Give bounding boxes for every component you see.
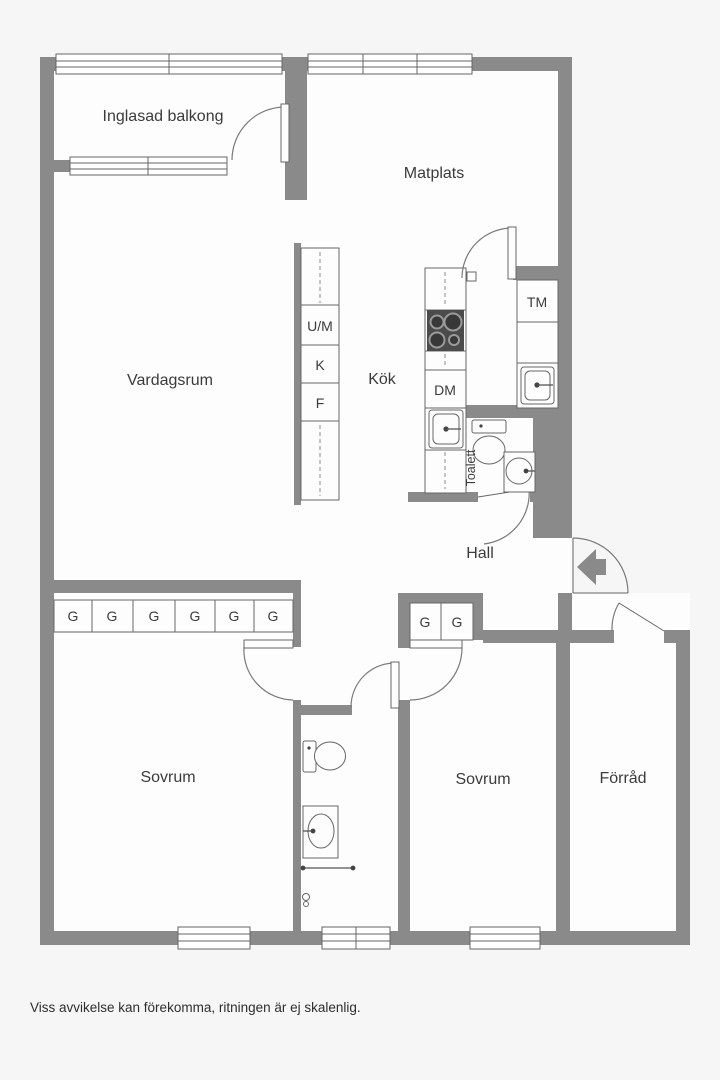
- floor-drain: [302, 893, 310, 907]
- fixtures: [300, 310, 555, 907]
- kitchen-counter: [424, 267, 467, 494]
- wall-segment: [483, 630, 572, 643]
- wall-segment: [556, 630, 614, 643]
- label-wardrobe: G: [149, 608, 160, 624]
- wc-basin: [503, 451, 536, 493]
- label-dining: Matplats: [404, 165, 464, 182]
- windows: [55, 53, 541, 950]
- label-wardrobe: G: [68, 608, 79, 624]
- shower-rail: [300, 865, 356, 871]
- wall-segment: [293, 580, 301, 647]
- door-leaf: [409, 639, 463, 649]
- label-bedroom-right: Sovrum: [455, 771, 510, 788]
- door-leaf: [243, 639, 294, 649]
- label-wardrobe: G: [229, 608, 240, 624]
- disclaimer-text: Viss avvikelse kan förekomma, ritningen …: [30, 1000, 361, 1015]
- wardrobe-row-hall: [409, 602, 474, 641]
- wall-segment: [676, 630, 690, 945]
- kitchen-island-cabinets: [300, 247, 340, 501]
- window-dining: [307, 53, 473, 75]
- window-bedroom-right: [469, 926, 541, 950]
- wall-segment: [556, 643, 570, 931]
- label-freezer: F: [316, 395, 325, 411]
- wall-segment: [398, 593, 410, 648]
- label-living: Vardagsrum: [127, 372, 213, 389]
- door-leaf: [280, 103, 290, 163]
- kitchen-sink: [428, 409, 464, 449]
- label-dishwasher: DM: [434, 382, 456, 398]
- window-bedroom-left: [177, 926, 251, 950]
- wall-segment: [558, 57, 572, 538]
- window-balcony-top: [55, 53, 283, 75]
- labels: Inglasad balkong Matplats Vardagsrum Kök…: [68, 108, 647, 788]
- bathroom-toilet: [302, 740, 346, 773]
- label-storage: Förråd: [599, 769, 646, 787]
- floor-main: [40, 57, 572, 945]
- wall-segment: [533, 418, 572, 538]
- stove: [427, 310, 464, 351]
- label-wardrobe: G: [452, 614, 463, 630]
- label-wardrobe: G: [268, 608, 279, 624]
- wall-segment: [403, 593, 483, 603]
- wall-segment: [40, 57, 54, 945]
- window-balcony-inner: [69, 156, 228, 176]
- door-storage: [611, 602, 665, 632]
- wall-segment: [408, 492, 478, 502]
- label-oven-microwave: U/M: [307, 318, 333, 334]
- entry-arrow: [577, 549, 606, 585]
- door-leaf: [618, 602, 665, 632]
- label-bedroom-left: Sovrum: [140, 769, 195, 786]
- wall-segment: [513, 266, 558, 280]
- floor: [40, 57, 690, 945]
- wall-segment: [285, 57, 307, 200]
- label-wardrobe: G: [190, 608, 201, 624]
- door-dining-kitchen: [461, 226, 517, 282]
- label-hall: Hall: [466, 545, 494, 562]
- door-bedroom-left: [243, 639, 294, 701]
- floor-extension: [556, 593, 690, 945]
- label-toilet: Toalett: [464, 449, 478, 486]
- label-fridge: K: [315, 357, 325, 373]
- label-washing-machine: TM: [527, 294, 547, 310]
- door-jamb: [466, 271, 477, 282]
- label-balcony: Inglasad balkong: [103, 108, 224, 125]
- wall-segment: [40, 580, 297, 593]
- wall-segment: [398, 700, 410, 931]
- door-leaf: [507, 226, 517, 280]
- wall-segment: [473, 593, 483, 640]
- door-balcony: [231, 103, 290, 163]
- bathroom-basin: [302, 805, 339, 859]
- toilet-wc: [471, 419, 507, 465]
- wall-segment: [294, 243, 301, 505]
- door-bedroom-right: [409, 639, 463, 701]
- door-leaf: [390, 661, 400, 709]
- doors: [231, 103, 665, 709]
- label-wardrobe: G: [107, 608, 118, 624]
- wall-segment: [40, 160, 70, 172]
- wall-segment: [301, 705, 352, 715]
- wall-segment: [293, 700, 301, 931]
- label-wardrobe: G: [420, 614, 431, 630]
- window-bathroom: [321, 926, 391, 950]
- laundry-sink: [520, 366, 555, 405]
- door-bathroom: [350, 661, 400, 709]
- wardrobe-row-bedroom: [53, 599, 294, 633]
- door-entry: [572, 537, 629, 594]
- label-kitchen: Kök: [368, 371, 397, 388]
